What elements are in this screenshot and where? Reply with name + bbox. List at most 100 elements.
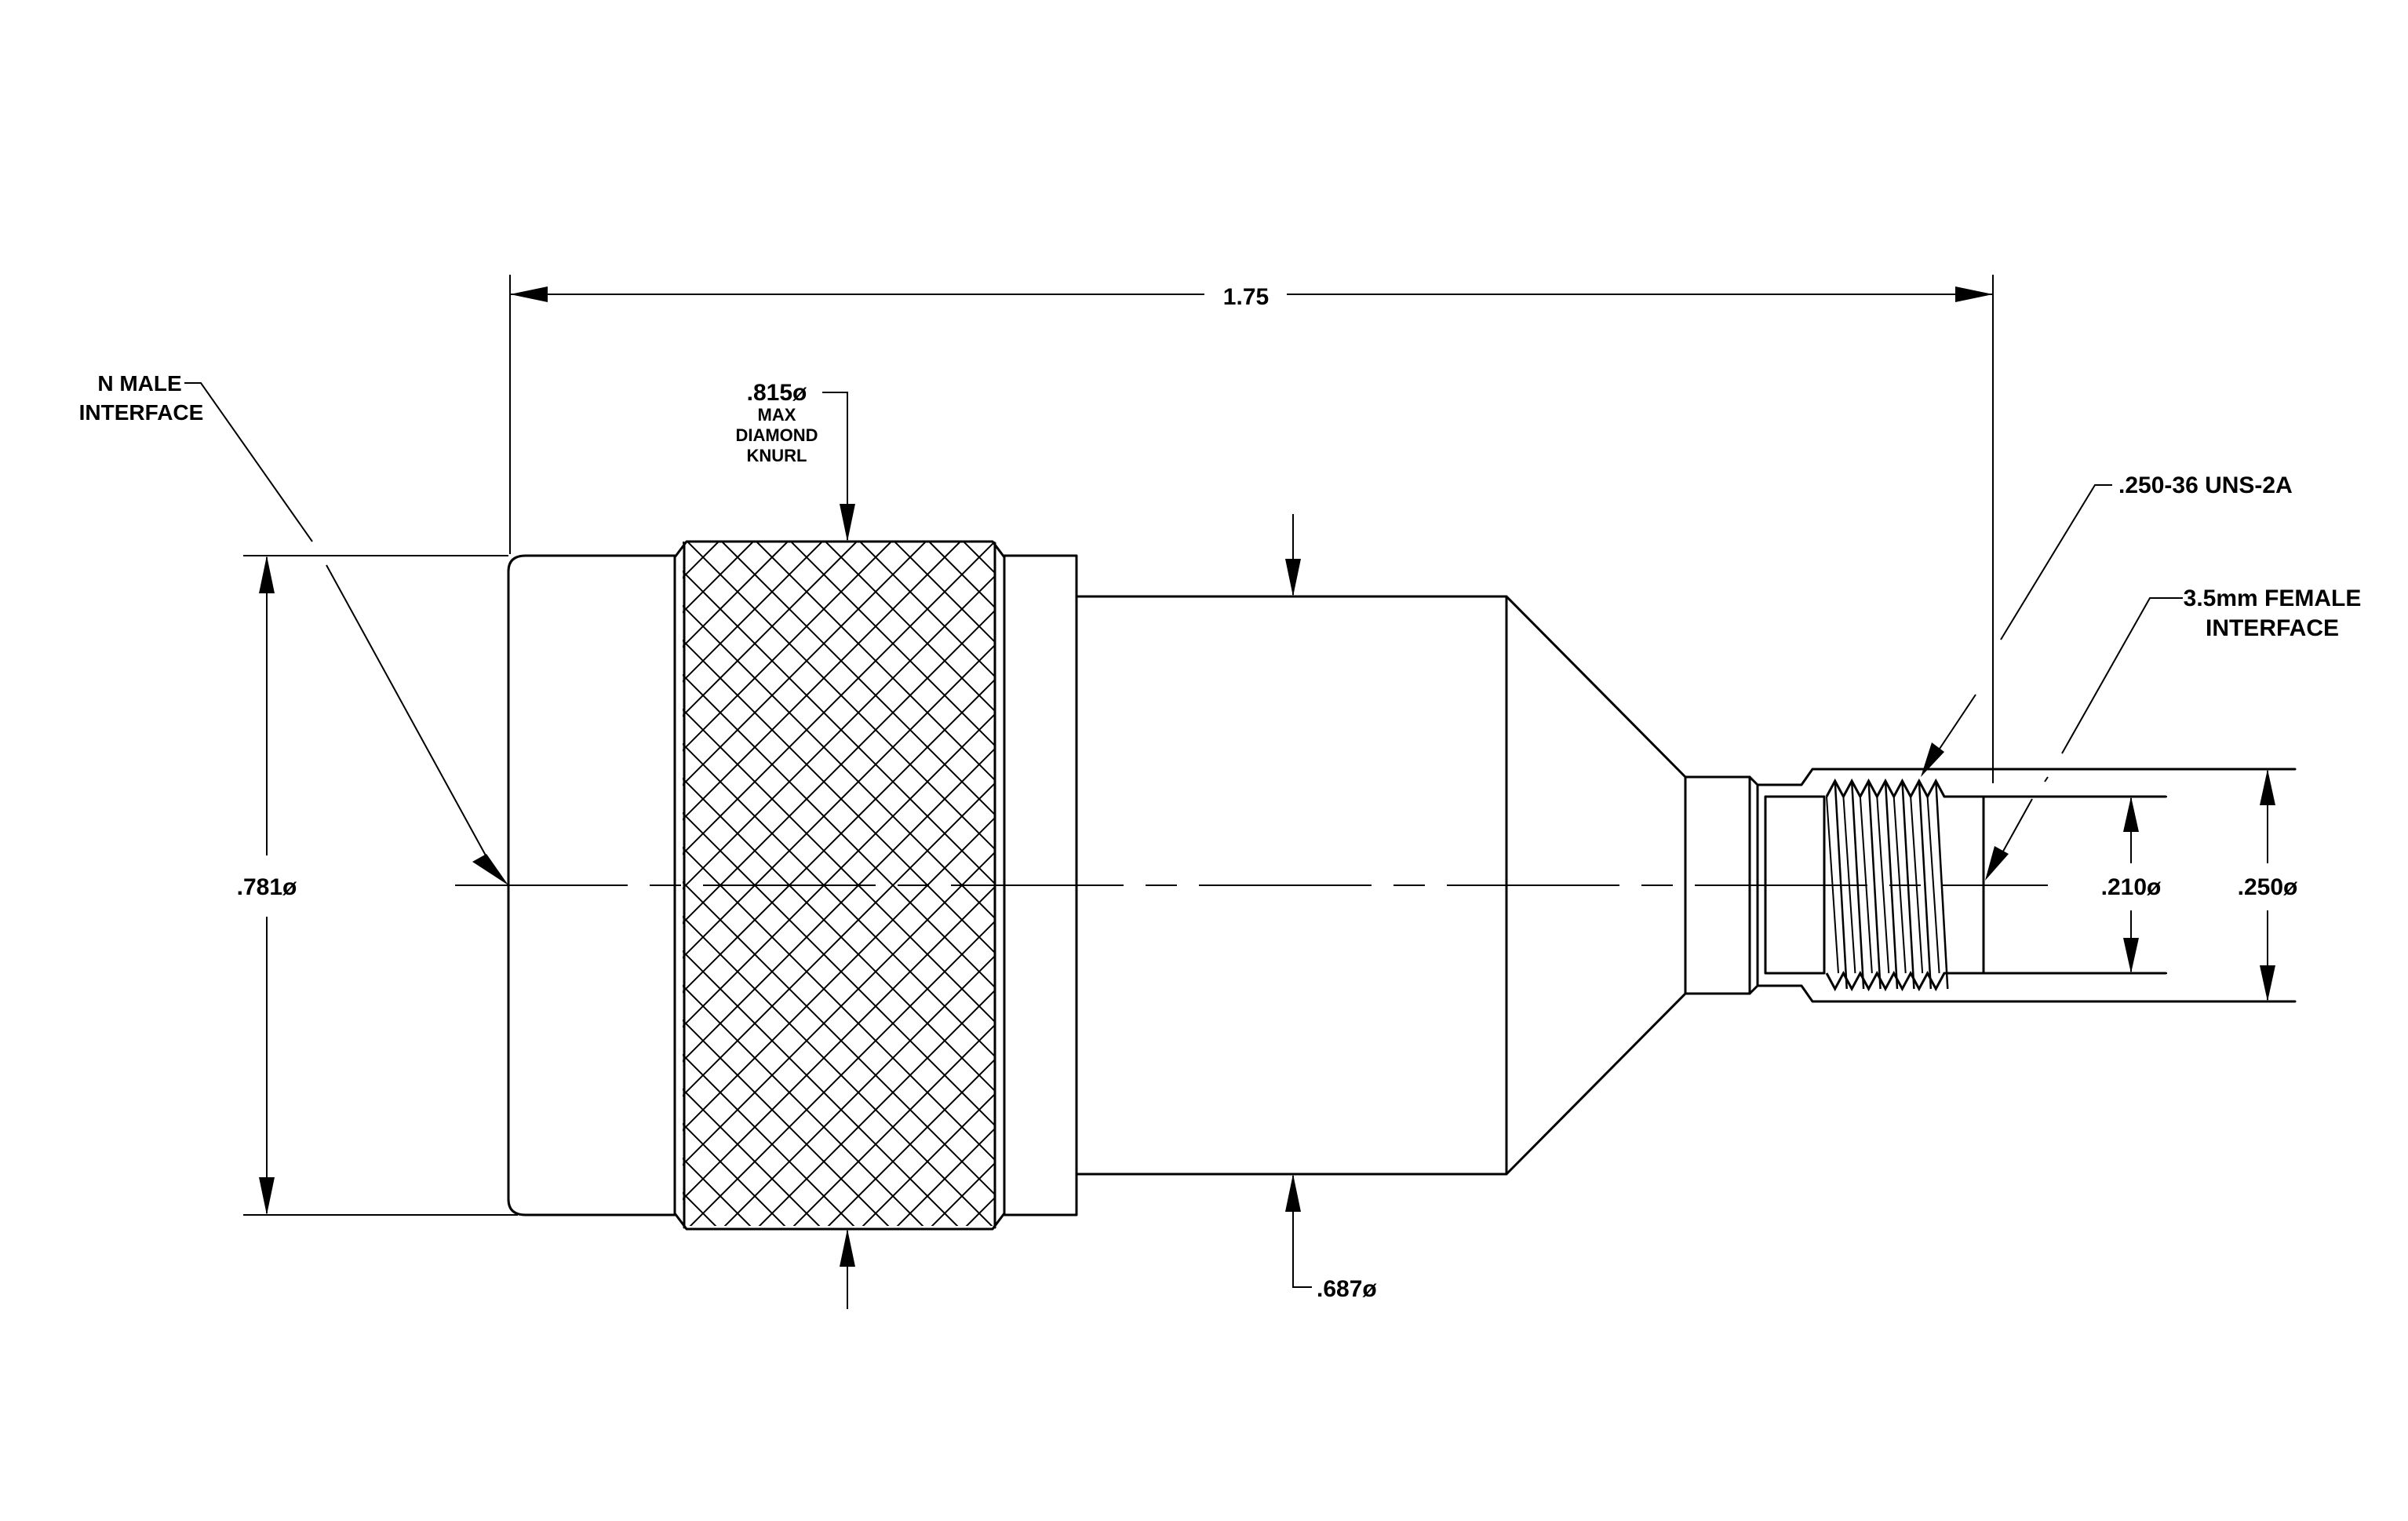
knurl-line bbox=[683, 678, 995, 994]
knurl-line bbox=[683, 542, 858, 717]
arrow-210-bottom bbox=[2123, 938, 2139, 973]
knurl-line bbox=[683, 542, 892, 752]
thread-profile bbox=[1825, 778, 1946, 800]
leader-n-male-b bbox=[326, 564, 495, 872]
knurl-line bbox=[825, 542, 995, 713]
arrow-length-right bbox=[1955, 286, 1993, 302]
knurl-line bbox=[683, 747, 995, 1063]
n-male-label-2: INTERFACE bbox=[79, 400, 204, 425]
knurl-line bbox=[683, 950, 959, 1226]
knurl-line bbox=[1343, 542, 2031, 1229]
knurl-line bbox=[683, 570, 995, 885]
knurl-line bbox=[862, 1092, 995, 1226]
knurl-line bbox=[683, 782, 995, 1097]
arrow-781-bottom bbox=[259, 1177, 275, 1215]
female-label-2: INTERFACE bbox=[2206, 615, 2339, 641]
arrow-250-top bbox=[2260, 769, 2275, 805]
arrow-210-top bbox=[2123, 797, 2139, 832]
knurl-line bbox=[683, 1088, 821, 1226]
knurl-line bbox=[683, 542, 927, 786]
thread-teeth bbox=[1825, 778, 1949, 992]
thread-crest-line bbox=[1901, 780, 1915, 990]
n-male-label-1: N MALE bbox=[97, 371, 181, 396]
knurl-dia-label: .815ø bbox=[747, 380, 807, 406]
knurl-line bbox=[683, 574, 995, 890]
knurl-line bbox=[683, 1019, 890, 1226]
knurl-line bbox=[683, 609, 995, 925]
thread-crest-line bbox=[1884, 780, 1899, 990]
arrow-female bbox=[1985, 846, 2009, 881]
thread-crest-line bbox=[1850, 780, 1865, 990]
thread-root-line bbox=[1926, 796, 1940, 974]
thread-root-line bbox=[1859, 796, 1873, 974]
knurl-line bbox=[792, 1023, 995, 1226]
knurl-line bbox=[859, 542, 995, 678]
thread-crest-line bbox=[1834, 780, 1848, 990]
leader-female-b bbox=[2044, 776, 2049, 782]
coupling-nut bbox=[673, 540, 1006, 1231]
thread-jacket bbox=[1756, 768, 2297, 1003]
leader-female-a bbox=[2061, 597, 2183, 754]
thread-crest-line bbox=[1918, 780, 1933, 990]
thread-crest-line bbox=[1867, 780, 1882, 990]
knurl-line bbox=[683, 885, 995, 1201]
arrow-781-top bbox=[259, 556, 275, 593]
neck bbox=[1684, 775, 1751, 995]
n-male-body bbox=[507, 554, 676, 1216]
knurl-line bbox=[758, 989, 995, 1226]
knurl-line bbox=[721, 542, 995, 816]
arrow-687-bottom bbox=[1285, 1174, 1301, 1212]
leader-thread-b bbox=[1936, 694, 1976, 754]
knurl-line bbox=[723, 954, 995, 1226]
knurl-note-diamond: DIAMOND bbox=[735, 425, 818, 445]
thread-body bbox=[1764, 795, 1826, 975]
thread-root-line bbox=[1842, 796, 1856, 974]
arrow-knurl-bottom bbox=[840, 1229, 855, 1267]
leader-thread-a bbox=[2000, 484, 2112, 640]
knurl-line bbox=[683, 816, 995, 1132]
neck-chamfer bbox=[1748, 775, 1759, 995]
knurl-line bbox=[689, 920, 995, 1226]
knurl-line bbox=[1585, 542, 2272, 1229]
thread-root-line bbox=[1910, 796, 1924, 974]
dim-210: .210ø bbox=[2101, 874, 2162, 900]
thread-end bbox=[1943, 795, 1985, 975]
arrow-250-bottom bbox=[2260, 965, 2275, 1001]
knurl-note-max: MAX bbox=[758, 405, 796, 425]
dim-781: .781ø bbox=[237, 874, 297, 900]
female-label-1: 3.5mm FEMALE bbox=[2184, 585, 2362, 611]
knurl-line bbox=[683, 713, 995, 1028]
thread-root-line bbox=[1893, 796, 1907, 974]
knurl-line bbox=[790, 542, 995, 747]
thread-spec-label: .250-36 UNS-2A bbox=[2118, 472, 2293, 498]
leader-knurl-top bbox=[822, 392, 848, 540]
knurl-line bbox=[683, 644, 995, 959]
knurl-line bbox=[683, 542, 961, 821]
knurl-line bbox=[1343, 542, 2031, 1229]
knurl-line bbox=[683, 984, 924, 1226]
dim-687: .687ø bbox=[1317, 1276, 1377, 1302]
leader-female-c bbox=[2000, 798, 2033, 856]
knurl-line bbox=[683, 915, 993, 1226]
knurl-line bbox=[1585, 542, 2272, 1229]
knurl-line bbox=[683, 1053, 855, 1226]
main-body bbox=[1075, 595, 1508, 1176]
diamond-knurl-pattern bbox=[683, 542, 2272, 1229]
thread-root-line bbox=[1876, 796, 1890, 974]
thread-profile bbox=[1825, 970, 1946, 992]
knurl-note-knurl: KNURL bbox=[747, 446, 807, 465]
thread-crest-line bbox=[1935, 780, 1949, 990]
knurl-line bbox=[687, 542, 995, 851]
knurl-line bbox=[827, 1058, 995, 1226]
thread-root-line bbox=[1826, 796, 1839, 974]
dim-250: .250ø bbox=[2238, 874, 2298, 900]
arrow-knurl-top bbox=[840, 504, 855, 542]
arrow-thread bbox=[1921, 742, 1944, 777]
knurl-line bbox=[683, 542, 995, 855]
leader-687-bottom bbox=[1292, 1176, 1312, 1288]
dim-overall-length: 1.75 bbox=[1223, 284, 1269, 310]
arrow-687-top bbox=[1285, 559, 1301, 596]
arrow-length-left bbox=[510, 286, 548, 302]
